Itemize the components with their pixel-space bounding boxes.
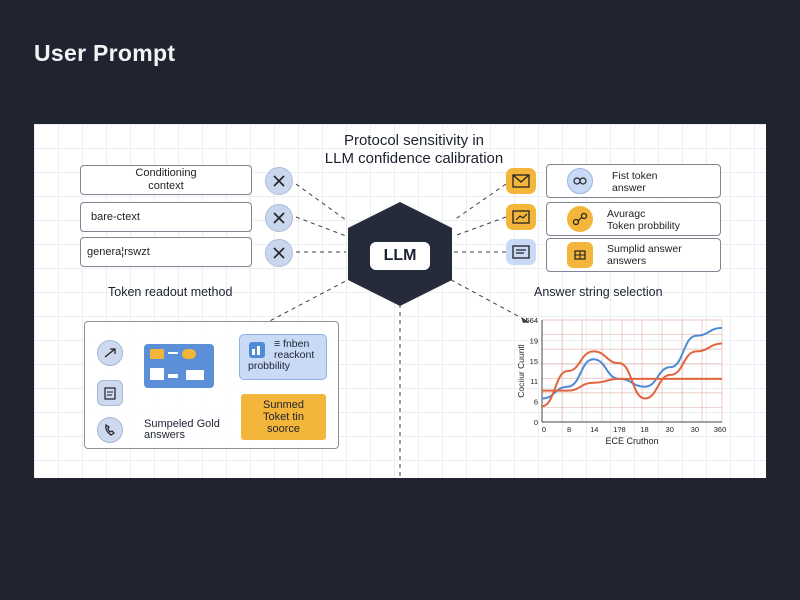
y-tick-label: 0 (534, 418, 538, 427)
dashboard-icon (150, 349, 204, 380)
x-tick-label: 0 (542, 425, 546, 434)
x-tick-label: 30 (666, 425, 674, 434)
dashboard-panel (144, 344, 214, 388)
y-tick-label: 6 (534, 398, 538, 407)
close-icon (265, 204, 293, 232)
output-line1: Avuragc (607, 208, 646, 220)
summed-line2: Toket tin (263, 411, 304, 423)
diagram-title-line1: Protocol sensitivity in (343, 132, 485, 149)
token-readout-label: Token readout method (108, 285, 233, 299)
output-line2: answers (607, 255, 647, 267)
diagram-title-line2: LLM confidence calibration (324, 150, 504, 167)
close-icon (265, 239, 293, 267)
summed-box: Sunmed Toket tin soorce (241, 394, 326, 440)
clipboard-icon (97, 380, 123, 406)
input-box-bare: bare-ctext (80, 202, 252, 232)
output-text: Fist token answer (612, 170, 658, 194)
connector-lines (263, 183, 530, 478)
robot-icon (567, 168, 593, 194)
output-line1: Sumplid answer (607, 243, 682, 255)
info-line2: reackont (274, 349, 315, 361)
y-tick-label: 11 (530, 377, 538, 386)
y-tick-label: 19 (530, 336, 538, 345)
document-icon (506, 239, 536, 265)
x-tick-label: 1?8 (613, 425, 626, 434)
gold-line2: answers (144, 429, 185, 441)
y-tick-label: 564 (525, 316, 538, 325)
gold-line1: Sumpeled Gold (144, 418, 220, 430)
x-tick-label: 14 (590, 425, 598, 434)
y-tick-label: 15 (530, 357, 538, 366)
output-text: Sumplid answer answers (607, 243, 682, 267)
input-box-general: genera¦rswzt (80, 237, 252, 267)
chart-card-icon (506, 204, 536, 230)
output-text: Avuragc Token probbility (607, 208, 680, 232)
series-line (541, 326, 723, 400)
input-box-conditioning: Conditioning context (80, 165, 252, 195)
diagram-title: Protocol sensitivity in LLM confidence c… (254, 132, 574, 168)
network-icon (567, 206, 593, 232)
x-tick-label: 8 (567, 425, 571, 434)
input-line1: genera¦rswzt (87, 245, 150, 258)
y-axis-label: Cociiur Cuuntl (516, 344, 526, 397)
summed-line1: Sunmed (263, 399, 304, 411)
close-icon (265, 167, 293, 195)
input-line1: Conditioning (135, 167, 197, 179)
x-tick-label: 360 (714, 425, 727, 434)
input-line1: bare-ctext (91, 210, 140, 223)
x-tick-label: 30 (691, 425, 699, 434)
info-line1: ≡ fnben (274, 338, 310, 350)
phone-icon (97, 417, 123, 443)
arrow-icon (97, 340, 123, 366)
envelope-icon (506, 168, 536, 194)
series-line (541, 342, 723, 408)
page-title: User Prompt (34, 40, 176, 66)
sampled-gold-label: Sumpeled Gold answers (144, 419, 220, 441)
x-tick-label: 18 (640, 425, 648, 434)
puzzle-icon (567, 242, 593, 268)
summed-line3: soorce (266, 423, 300, 435)
info-line3: probbility (248, 360, 291, 372)
bars-icon (249, 342, 265, 358)
output-line1: Fist token (612, 170, 658, 182)
diagram-panel: Protocol sensitivity in LLM confidence c… (34, 124, 766, 478)
chart-title: Answer string selection (534, 285, 663, 299)
series-line (542, 377, 722, 392)
x-axis-label: ECE Cruthon (605, 436, 658, 446)
output-line2: answer (612, 182, 646, 194)
output-line2: Token probbility (607, 220, 680, 232)
llm-label: LLM (370, 242, 430, 270)
input-line2: context (148, 180, 184, 192)
